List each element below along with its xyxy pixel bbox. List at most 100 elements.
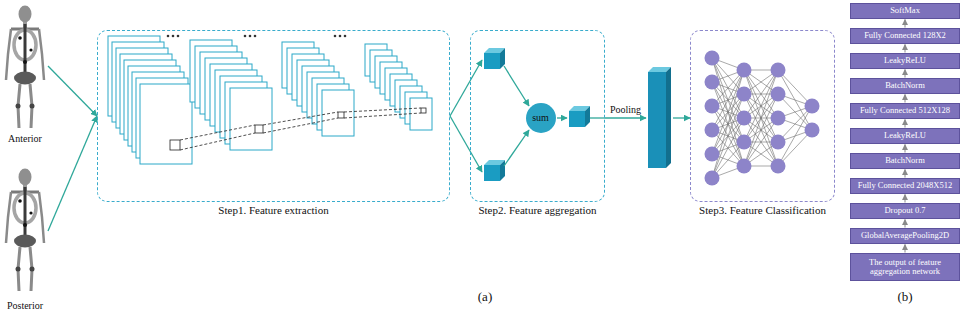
- connector: [48, 116, 97, 231]
- illustration-part: [504, 66, 529, 106]
- illustration-part: [705, 123, 720, 138]
- illustration-part: [737, 63, 752, 78]
- illustration-part: [666, 67, 671, 168]
- illustration-part: [344, 108, 421, 112]
- feature-cube: [484, 48, 505, 69]
- node-text: Posterior: [7, 300, 43, 311]
- connector: [450, 60, 482, 172]
- illustration-part: [344, 35, 347, 38]
- connector-line: [48, 66, 97, 116]
- circle-shape: [526, 103, 556, 133]
- illustration-part: [263, 112, 338, 125]
- bone-scan: [6, 169, 44, 292]
- node-text: Step1. Feature extraction: [218, 204, 328, 216]
- connector-line: [905, 70, 906, 78]
- connector-line: [905, 195, 906, 203]
- illustration-part: [421, 108, 426, 113]
- connector: [905, 70, 906, 78]
- illustration-part: [244, 35, 247, 38]
- illustration-part: [172, 35, 175, 38]
- stage-box: Step1. Feature extraction: [97, 30, 450, 202]
- illustration-part: [771, 87, 786, 102]
- connector-line: [450, 116, 482, 172]
- aggregation-arrows: [504, 66, 605, 166]
- neural-network: [705, 51, 820, 186]
- illustration-part: [339, 35, 342, 38]
- illustration-part: [737, 159, 752, 174]
- illustration-part: [254, 35, 257, 38]
- illustration-part: [737, 111, 752, 126]
- node-text: Dropout 0.7: [884, 206, 925, 215]
- illustration-part: [167, 35, 170, 38]
- node-text: GlobalAveragePooling2D: [861, 231, 949, 240]
- illustration-part: [705, 51, 720, 66]
- illustration-part: [108, 36, 432, 164]
- node-text: LeakyReLU: [884, 131, 926, 140]
- illustration-part: [771, 63, 786, 78]
- node-text: Step2. Feature aggregation: [478, 204, 596, 216]
- connector-line: [673, 117, 690, 118]
- connector-line: [905, 120, 906, 128]
- layer-box: BatchNorm: [850, 153, 960, 169]
- illustration-part: [140, 84, 192, 164]
- layer-box: BatchNorm: [850, 78, 960, 94]
- illustration-part: [705, 147, 720, 162]
- connector-line: [48, 116, 97, 231]
- scan-image: Anterior: [2, 2, 48, 130]
- node-text: Anterior: [8, 133, 42, 144]
- node-text: LeakyReLU: [884, 56, 926, 65]
- node-text: Fully Connected 512X128: [860, 106, 950, 115]
- illustration-part: [338, 112, 344, 118]
- connector-line: [905, 170, 906, 178]
- illustration-part: [177, 35, 180, 38]
- connector: [605, 118, 690, 119]
- node-text: Fully Connected 128X2: [864, 31, 946, 40]
- connector: [905, 195, 906, 203]
- connector-line: [905, 145, 906, 153]
- pooled-vector: [648, 67, 671, 168]
- connector: [48, 66, 97, 116]
- illustration-part: [334, 35, 337, 38]
- connector-line: [905, 245, 906, 253]
- connector: [905, 120, 906, 128]
- connector: [905, 170, 906, 178]
- connector: [905, 45, 906, 53]
- layer-box: LeakyReLU: [850, 128, 960, 144]
- illustration-part: [230, 88, 272, 150]
- illustration-part: [712, 58, 812, 178]
- connector: [905, 220, 906, 228]
- illustration-part: [504, 130, 529, 166]
- illustration-part: [744, 70, 778, 142]
- connector-line: [905, 220, 906, 228]
- node-text: Step3. Feature Classification: [699, 204, 826, 216]
- node-text: BatchNorm: [885, 156, 925, 165]
- illustration-part: [249, 35, 252, 38]
- connector-line: [905, 45, 906, 53]
- feature-cube: [484, 160, 505, 181]
- illustration-part: [180, 125, 255, 140]
- receptive-field: [170, 108, 426, 150]
- illustration-part: [744, 94, 778, 166]
- connector: [905, 95, 906, 103]
- connector: [905, 145, 906, 153]
- edge-label: Pooling: [609, 104, 642, 115]
- illustration-part: [771, 111, 786, 126]
- illustration-part: [771, 135, 786, 150]
- feature-maps: [108, 36, 432, 164]
- node-text: SoftMax: [890, 6, 920, 15]
- illustration-part: [737, 135, 752, 150]
- node-text: Fully Connected 2048X512: [858, 181, 952, 190]
- layer-box: Fully Connected 512X128: [850, 103, 960, 119]
- illustration-part: [322, 90, 354, 136]
- node-text: BatchNorm: [885, 81, 925, 90]
- connector-line: [905, 95, 906, 103]
- stage-box: Step3. Feature Classification: [690, 30, 835, 202]
- connector-line: [450, 60, 482, 116]
- connector: [905, 20, 906, 28]
- illustration-part: [410, 98, 432, 130]
- illustration-part: [170, 140, 180, 150]
- illustration-part: [705, 51, 820, 186]
- illustration-part: [744, 70, 778, 142]
- node-text: The output of feature aggregation networ…: [854, 258, 956, 277]
